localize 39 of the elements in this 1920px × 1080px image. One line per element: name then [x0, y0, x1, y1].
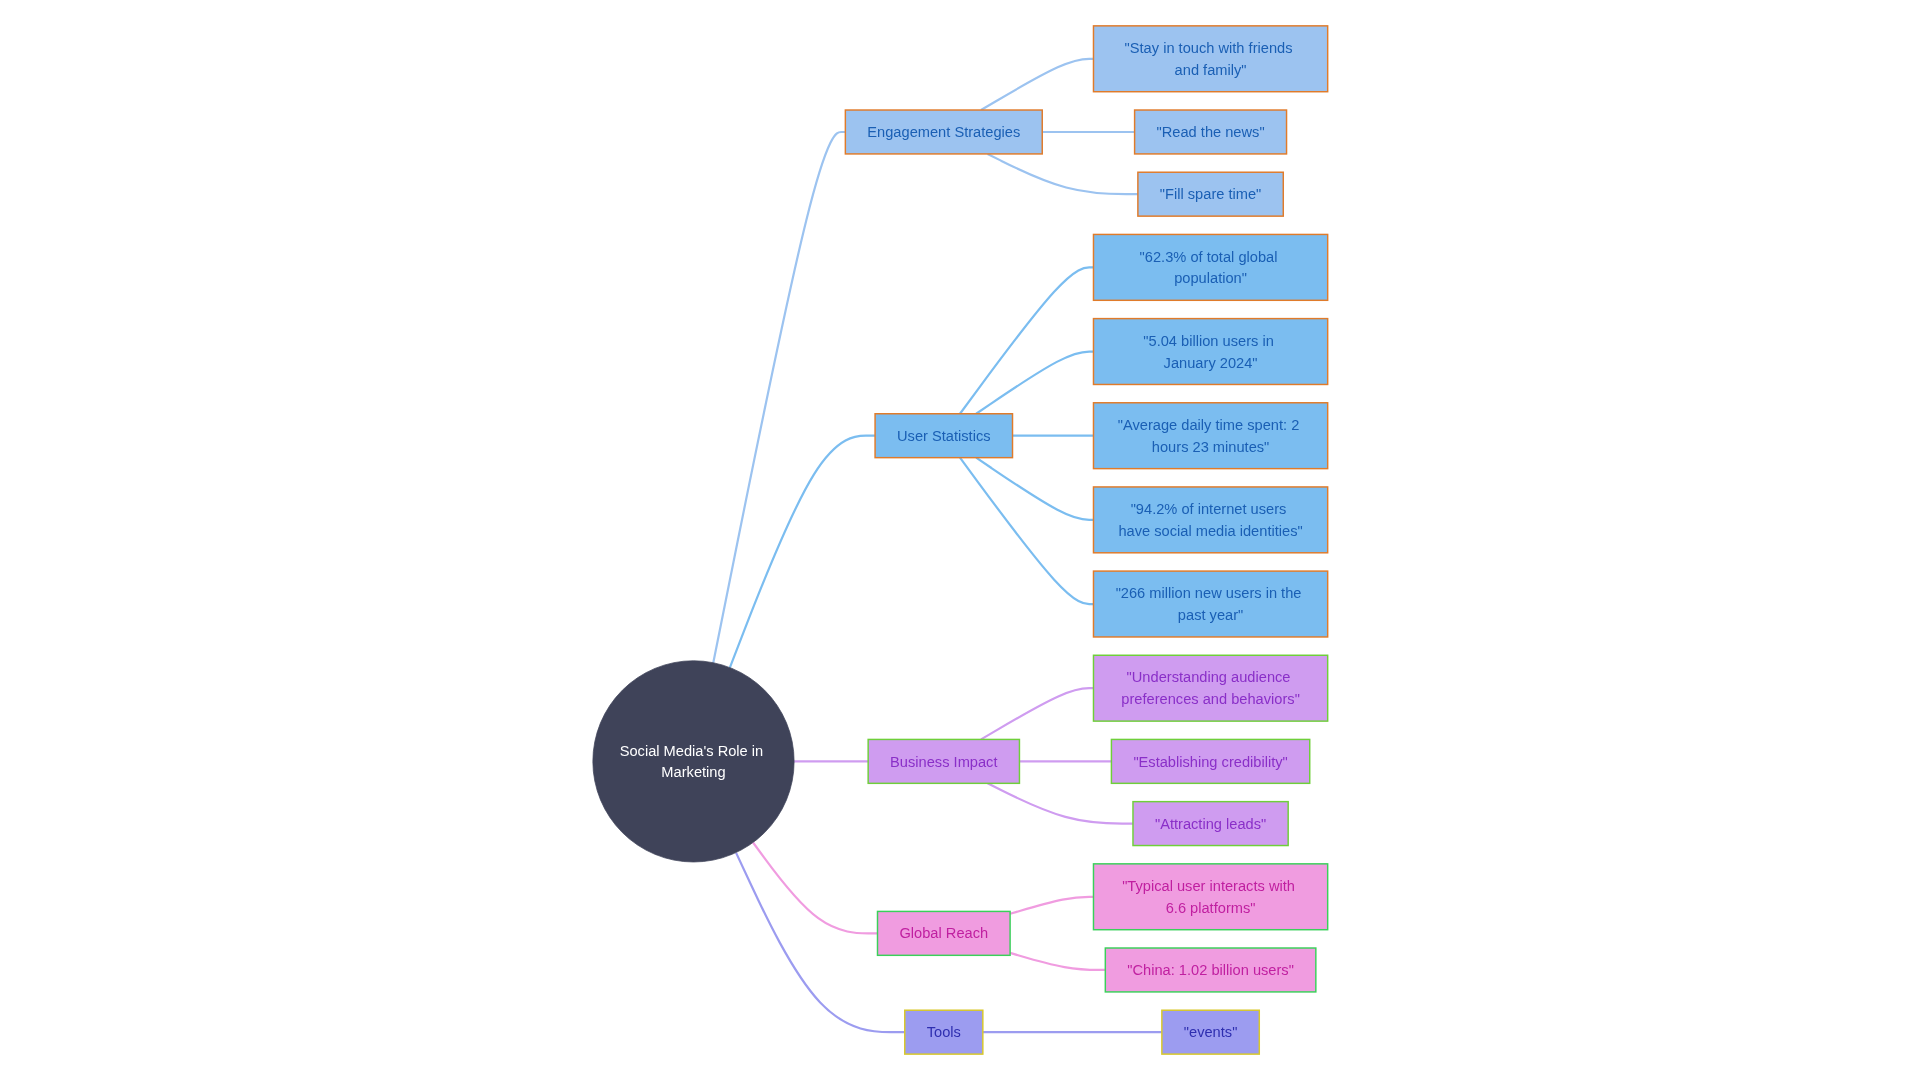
- node-box: "Read the news": [1133, 109, 1287, 155]
- connector: [958, 266, 1094, 415]
- connector: [751, 841, 878, 935]
- connector: [980, 57, 1094, 111]
- connector: [980, 687, 1094, 741]
- connector: [1019, 760, 1112, 763]
- node-box: "Attracting leads": [1132, 800, 1289, 847]
- node-box: "Establishing credibility": [1110, 738, 1311, 785]
- connector: [982, 1031, 1162, 1034]
- connector: [986, 152, 1138, 196]
- connector: [728, 434, 875, 668]
- node-box: "Average daily time spent: 2 hours 23 minutes": [1092, 402, 1329, 470]
- node-box: "94.2% of internet users have social media identities": [1092, 486, 1329, 554]
- connector: [711, 130, 846, 663]
- connector: [958, 457, 1094, 606]
- node-box: "Understanding audience preferences and behaviors": [1092, 654, 1329, 722]
- node-box: "events": [1160, 1009, 1260, 1055]
- connector: [1042, 130, 1135, 134]
- node-box: Global Reach: [876, 910, 1011, 957]
- node-box: "266 million new users in the past year": [1092, 570, 1329, 638]
- connector: [793, 760, 868, 763]
- node-circle: Social Media's Role in Marketing: [592, 660, 795, 863]
- connector: [975, 456, 1094, 521]
- node-box: "China: 1.02 billion users": [1104, 947, 1317, 993]
- node-box: "Stay in touch with friends and family": [1092, 25, 1329, 93]
- node-box: "5.04 billion users in January 2024": [1092, 317, 1329, 386]
- node-box: Tools: [903, 1009, 984, 1055]
- node-box: Engagement Strategies: [844, 109, 1043, 155]
- connector: [1012, 434, 1094, 437]
- node-box: "62.3% of total global population": [1092, 233, 1329, 302]
- node-box: "Fill spare time": [1136, 171, 1284, 217]
- node-box: Business Impact: [867, 738, 1020, 785]
- node-box: "Typical user interacts with 6.6 platforms": [1092, 863, 1329, 931]
- connector: [986, 782, 1133, 825]
- connector: [1009, 895, 1094, 915]
- connector: [1009, 951, 1106, 972]
- connector: [734, 852, 905, 1034]
- node-box: User Statistics: [874, 413, 1013, 459]
- connector: [975, 350, 1094, 415]
